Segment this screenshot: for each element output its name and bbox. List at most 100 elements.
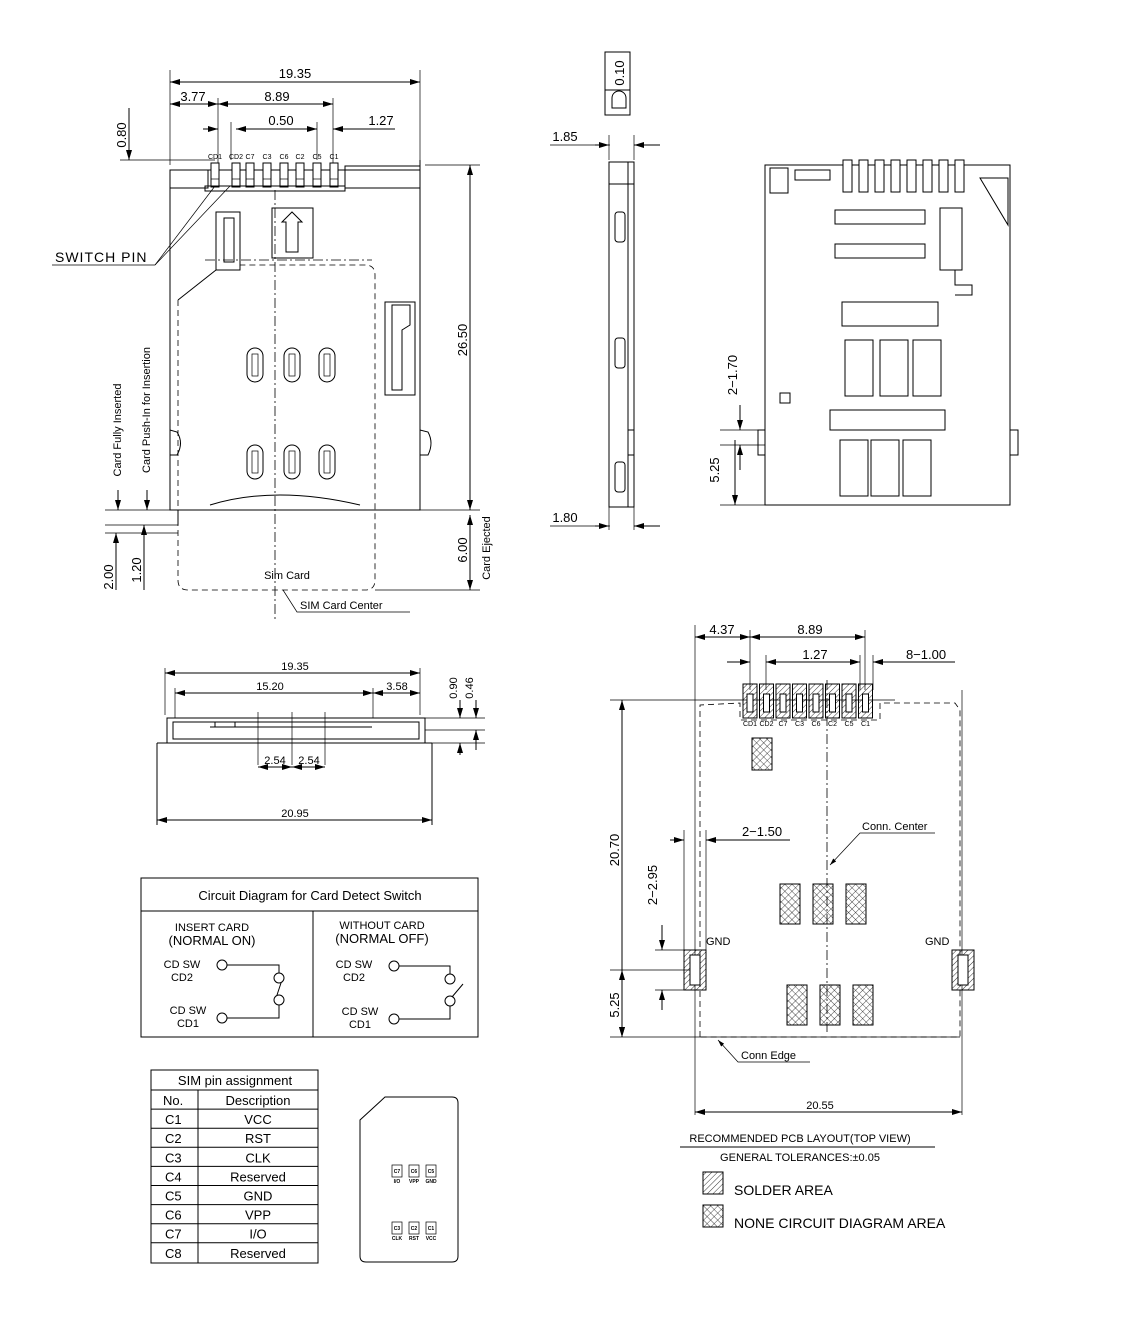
pin-description: Reserved bbox=[230, 1169, 286, 1184]
normal-off-label: (NORMAL OFF) bbox=[335, 931, 428, 946]
pin-number: C8 bbox=[165, 1246, 182, 1261]
cd2-label: CD SW bbox=[164, 959, 201, 971]
pcb-pin-label: CD1 bbox=[743, 721, 757, 728]
conn-center-label: Conn. Center bbox=[862, 821, 928, 833]
dim-20-95: 20.95 bbox=[281, 808, 309, 820]
sim-contact bbox=[391, 1164, 403, 1178]
connector-pin bbox=[245, 162, 255, 188]
sim-contact-signal: I/O bbox=[394, 1179, 401, 1185]
connector-pin bbox=[906, 159, 917, 193]
dim-top-thickness: 0.10 bbox=[612, 60, 627, 85]
pin-description: VCC bbox=[244, 1112, 271, 1127]
pin-description: GND bbox=[244, 1189, 273, 1204]
dim-overall-width: 19.35 bbox=[279, 66, 312, 81]
dim-front-19-35: 19.35 bbox=[281, 661, 309, 673]
tolerances-label: GENERAL TOLERANCES:±0.05 bbox=[720, 1152, 880, 1164]
connector-pin bbox=[842, 159, 853, 193]
dim-2-54-b: 2.54 bbox=[298, 755, 319, 767]
circuit-diagram: Circuit Diagram for Card Detect Switch I… bbox=[140, 877, 479, 1038]
dim-pin-height: 0.80 bbox=[114, 122, 129, 147]
pin-number: C3 bbox=[165, 1150, 182, 1165]
switch-pin-label: SWITCH PIN bbox=[55, 249, 147, 265]
conn-edge-label: Conn Edge bbox=[741, 1050, 796, 1062]
front-view: 19.35 15.20 3.58 2.54 2.54 20.95 0.90 0.… bbox=[156, 661, 485, 825]
sim-contact bbox=[408, 1221, 420, 1235]
dim-pin-width: 0.50 bbox=[268, 113, 293, 128]
pcb-pin-label: C7 bbox=[779, 721, 788, 728]
dim-1-20: 1.20 bbox=[129, 557, 144, 582]
cd1-label: CD SW bbox=[342, 1006, 379, 1018]
insert-card-title: INSERT CARD bbox=[175, 922, 249, 934]
sim-contact-id: C3 bbox=[394, 1226, 401, 1232]
dim-8-1-00: 8−1.00 bbox=[906, 647, 946, 662]
connector-pin bbox=[874, 159, 885, 193]
dim-pcb-8-89: 8.89 bbox=[797, 622, 822, 637]
connector-pin bbox=[922, 159, 933, 193]
pin-label: C2 bbox=[296, 154, 305, 161]
pin-description: RST bbox=[245, 1131, 271, 1146]
dim-pcb-5-25: 5.25 bbox=[607, 992, 622, 1017]
circuit-title: Circuit Diagram for Card Detect Switch bbox=[198, 888, 421, 903]
connector-pin bbox=[295, 162, 305, 188]
arrow-up-icon bbox=[280, 211, 304, 253]
without-card-title: WITHOUT CARD bbox=[339, 920, 424, 932]
sim-contact bbox=[391, 1221, 403, 1235]
header-description: Description bbox=[225, 1093, 290, 1108]
connector-pin bbox=[231, 162, 241, 188]
sim-contact-signal: CLK bbox=[392, 1236, 403, 1242]
pin-label: C7 bbox=[246, 154, 255, 161]
sim-card-label: Sim Card bbox=[264, 570, 310, 582]
card-contact bbox=[283, 347, 301, 383]
pin-table-title: SIM pin assignment bbox=[178, 1073, 293, 1088]
cd2-label: CD SW bbox=[336, 959, 373, 971]
gnd-left-label: GND bbox=[706, 936, 731, 948]
pin-number: C4 bbox=[165, 1169, 182, 1184]
pin-number: C1 bbox=[165, 1112, 182, 1127]
connector-pin bbox=[890, 159, 901, 193]
dim-pin-span: 8.89 bbox=[264, 89, 289, 104]
pin-number: C5 bbox=[165, 1189, 182, 1204]
sim-contact-signal: RST bbox=[409, 1236, 419, 1242]
solder-area-label: SOLDER AREA bbox=[734, 1182, 833, 1198]
pin-label: C5 bbox=[313, 154, 322, 161]
pin-description: Reserved bbox=[230, 1246, 286, 1261]
pin-description: VPP bbox=[245, 1208, 271, 1223]
dim-pitch: 1.27 bbox=[368, 113, 393, 128]
sim-contact-signal: VCC bbox=[426, 1236, 437, 1242]
sim-contact-signal: VPP bbox=[409, 1179, 420, 1185]
card-contact bbox=[318, 347, 336, 383]
connector-pin bbox=[858, 159, 869, 193]
dim-2-54-a: 2.54 bbox=[264, 755, 285, 767]
cd1-label: CD SW bbox=[170, 1005, 207, 1017]
none-circuit-label: NONE CIRCUIT DIAGRAM AREA bbox=[734, 1215, 946, 1231]
gnd-right-label: GND bbox=[925, 936, 950, 948]
dim-0-46: 0.46 bbox=[464, 677, 476, 698]
connector-pin bbox=[312, 162, 322, 188]
solder-area-swatch bbox=[702, 1171, 724, 1195]
pin-label: C3 bbox=[263, 154, 272, 161]
dim-3-58: 3.58 bbox=[386, 681, 407, 693]
dim-4-37: 4.37 bbox=[709, 622, 734, 637]
dim-pcb-1-27: 1.27 bbox=[802, 647, 827, 662]
pcb-pin-label: CD2 bbox=[759, 721, 773, 728]
pin-label: CD1 bbox=[208, 154, 222, 161]
pin-number: C2 bbox=[165, 1131, 182, 1146]
sim-contact-id: C2 bbox=[411, 1226, 418, 1232]
card-push-in-label: Card Push-In for Insertion bbox=[141, 347, 153, 473]
pcb-pin-label: C1 bbox=[861, 721, 870, 728]
pin-label: CD2 bbox=[229, 154, 243, 161]
dim-first-pin: 3.77 bbox=[180, 89, 205, 104]
dim-1-80: 1.80 bbox=[552, 510, 577, 525]
sim-card-center-label: SIM Card Center bbox=[300, 600, 383, 612]
none-circuit-swatch bbox=[702, 1204, 724, 1228]
pcb-pin-label: C2 bbox=[828, 721, 837, 728]
cd1-label-sub: CD1 bbox=[349, 1019, 371, 1031]
side-view: 0.10 1.85 1.80 bbox=[550, 51, 660, 530]
dim-5-25-bottom: 5.25 bbox=[707, 457, 722, 482]
card-ejected-label: Card Ejected bbox=[481, 516, 493, 580]
sim-contact-id: C5 bbox=[428, 1169, 435, 1175]
pcb-pin-label: C5 bbox=[845, 721, 854, 728]
dim-6-00: 6.00 bbox=[455, 537, 470, 562]
